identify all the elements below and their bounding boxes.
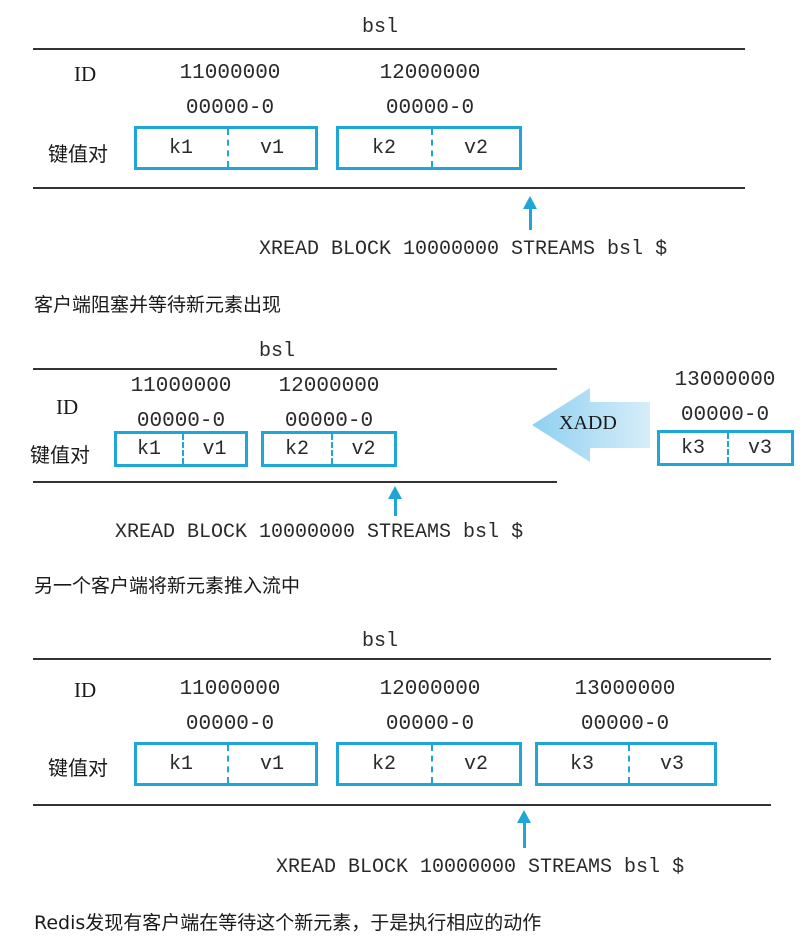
entry-3-id-top: 13000000: [574, 678, 676, 701]
entry-3-id-bottom: 00000-0: [580, 713, 670, 736]
entry-2-kv-box: k2 v2: [336, 126, 522, 170]
entry-2-id-top: 12000000: [379, 678, 481, 701]
xread-command: XREAD BLOCK 10000000 STREAMS bsl $: [115, 521, 524, 544]
kv-label: 键值对: [30, 443, 90, 467]
entry-3-key: k3: [680, 436, 705, 460]
divider-top: [33, 658, 771, 660]
stream-name: bsl: [258, 340, 295, 363]
entry-2-id-bottom: 00000-0: [284, 410, 374, 433]
id-label: ID: [56, 395, 79, 419]
entry-3-value: v3: [747, 436, 772, 460]
entry-2-value: v2: [463, 136, 488, 160]
kv-separator: [431, 129, 433, 167]
divider-bottom: [33, 481, 557, 483]
entry-1-kv-box: k1 v1: [114, 431, 248, 467]
pointer-arrow: [517, 810, 531, 848]
entry-3-kv-box: k3 v3: [535, 742, 717, 786]
kv-separator: [431, 745, 433, 783]
entry-1-key: k1: [136, 437, 161, 461]
divider-top: [33, 48, 745, 50]
divider-top: [33, 368, 557, 370]
id-label: ID: [74, 678, 97, 702]
entry-1-value: v1: [202, 437, 227, 461]
kv-separator: [227, 745, 229, 783]
stream-name: bsl: [361, 630, 398, 653]
entry-2-id-top: 12000000: [379, 62, 481, 85]
entry-3-kv-box: k3 v3: [657, 430, 794, 466]
kv-separator: [182, 434, 184, 464]
xread-command: XREAD BLOCK 10000000 STREAMS bsl $: [276, 856, 685, 879]
entry-1-key: k1: [168, 136, 193, 160]
entry-1-key: k1: [168, 752, 193, 776]
entry-2-key: k2: [371, 752, 396, 776]
entry-3-key: k3: [569, 752, 594, 776]
entry-2-kv-box: k2 v2: [261, 431, 397, 467]
kv-label: 键值对: [48, 756, 108, 780]
entry-1-id-top: 11000000: [179, 62, 281, 85]
caption-1: 客户端阻塞并等待新元素出现: [34, 294, 282, 316]
pointer-arrow: [388, 486, 402, 516]
entry-1-id-bottom: 00000-0: [185, 713, 275, 736]
entry-3-value: v3: [659, 752, 684, 776]
entry-1-id-top: 11000000: [179, 678, 281, 701]
entry-1-value: v1: [259, 136, 284, 160]
entry-1-id-bottom: 00000-0: [185, 97, 275, 120]
kv-separator: [227, 129, 229, 167]
entry-2-id-bottom: 00000-0: [385, 713, 475, 736]
entry-3-id-top: 13000000: [674, 369, 776, 392]
entry-2-id-top: 12000000: [278, 375, 380, 398]
divider-bottom: [33, 804, 771, 806]
entry-2-value: v2: [351, 437, 376, 461]
kv-separator: [331, 434, 333, 464]
stream-name: bsl: [361, 16, 398, 39]
entry-2-id-bottom: 00000-0: [385, 97, 475, 120]
id-label: ID: [74, 62, 97, 86]
caption-2: 另一个客户端将新元素推入流中: [34, 575, 301, 597]
kv-separator: [628, 745, 630, 783]
divider-bottom: [33, 187, 745, 189]
xadd-label: XADD: [559, 412, 617, 434]
entry-1-id-bottom: 00000-0: [136, 410, 226, 433]
kv-separator: [727, 433, 729, 463]
pointer-arrow: [523, 196, 537, 230]
entry-2-key: k2: [371, 136, 396, 160]
caption-3: Redis发现有客户端在等待这个新元素，于是执行相应的动作: [34, 912, 542, 934]
entry-1-value: v1: [259, 752, 284, 776]
entry-3-id-bottom: 00000-0: [680, 404, 770, 427]
xadd-arrow-icon: [532, 388, 650, 462]
entry-1-kv-box: k1 v1: [134, 742, 318, 786]
xread-command: XREAD BLOCK 10000000 STREAMS bsl $: [259, 238, 668, 261]
entry-1-id-top: 11000000: [130, 375, 232, 398]
entry-2-kv-box: k2 v2: [336, 742, 522, 786]
entry-1-kv-box: k1 v1: [134, 126, 318, 170]
kv-label: 键值对: [48, 142, 108, 166]
entry-2-key: k2: [284, 437, 309, 461]
entry-2-value: v2: [463, 752, 488, 776]
